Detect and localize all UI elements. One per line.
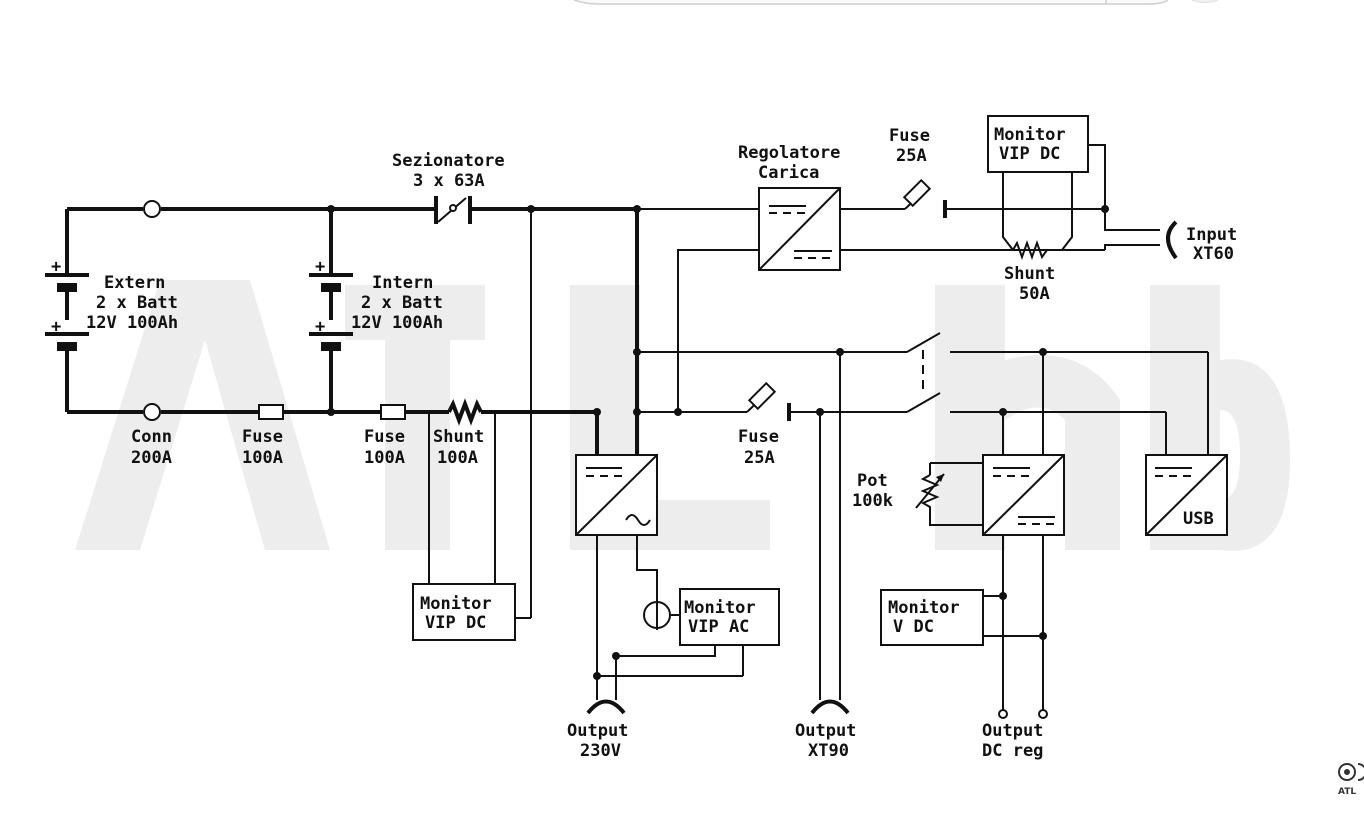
extern-battery-label: Extern 2 x Batt 12V 100Ah — [86, 273, 178, 333]
regolatore-carica-box — [758, 187, 841, 271]
intern-battery-symbol — [309, 265, 353, 351]
pot-100k-label: Pot 100k — [852, 471, 893, 511]
svg-text:230V: 230V — [580, 741, 621, 761]
usb-label: USB — [1183, 509, 1214, 529]
svg-text:VIP DC: VIP DC — [425, 613, 486, 633]
svg-text:Output: Output — [567, 721, 628, 741]
sezionatore-switch-symbol — [434, 196, 472, 224]
svg-text:100A: 100A — [364, 448, 405, 468]
output-dc-reg-connector — [998, 709, 1048, 719]
conn-200a-connector — [143, 200, 161, 421]
output-230v-connector — [586, 699, 626, 715]
fuse-100a-2-symbol — [380, 404, 406, 420]
main-bus-wires — [65, 207, 639, 455]
svg-text:100A: 100A — [242, 448, 283, 468]
fuse-100a-1-symbol — [258, 404, 284, 420]
svg-text:Fuse: Fuse — [738, 427, 779, 447]
svg-text:25A: 25A — [744, 448, 775, 468]
corner-logo: ATL — [1338, 763, 1364, 797]
plus-sign: + — [315, 317, 325, 337]
monitor-vip-ac-box — [679, 588, 780, 646]
svg-text:12V 100Ah: 12V 100Ah — [86, 313, 178, 333]
plus-sign: + — [51, 257, 61, 277]
fuse-25a-output-label: Fuse 25A — [738, 427, 779, 468]
svg-text:XT90: XT90 — [808, 741, 849, 761]
dual-switch-symbol — [906, 332, 941, 413]
extern-battery-symbol — [45, 265, 89, 351]
monitor-vip-ac-label: Monitor VIP AC — [684, 598, 756, 637]
svg-text:2 x Batt: 2 x Batt — [96, 293, 178, 313]
svg-text:Output: Output — [982, 721, 1043, 741]
regolatore-carica-label: Regolatore Carica — [738, 143, 840, 183]
svg-text:Pot: Pot — [857, 471, 888, 491]
svg-text:Conn: Conn — [131, 427, 172, 447]
usb-converter-box — [1145, 454, 1228, 536]
inverter-box — [575, 454, 658, 536]
svg-text:Monitor: Monitor — [684, 598, 756, 618]
svg-text:VIP AC: VIP AC — [688, 617, 749, 637]
svg-text:Monitor: Monitor — [994, 125, 1066, 145]
output-230v-label: Output 230V — [567, 721, 628, 761]
fuse-100a-1-label: Fuse 100A — [242, 427, 283, 468]
monitor-vip-dc-input-box — [987, 115, 1089, 173]
svg-text:3 x 63A: 3 x 63A — [413, 171, 485, 191]
svg-text:V DC: V DC — [893, 617, 934, 637]
svg-text:DC reg: DC reg — [982, 741, 1043, 761]
monitor-v-dc-box — [880, 589, 984, 646]
svg-text:ATL: ATL — [1338, 787, 1356, 797]
svg-text:12V 100Ah: 12V 100Ah — [351, 313, 443, 333]
plus-sign: + — [51, 317, 61, 337]
plus-sign: + — [315, 257, 325, 277]
svg-text:2 x Batt: 2 x Batt — [361, 293, 443, 313]
svg-text:XT60: XT60 — [1193, 244, 1234, 264]
watermark-atl — [75, 280, 1290, 551]
monitor-vip-dc-battery-box — [412, 583, 516, 641]
shunt-100a-label: Shunt 100A — [433, 427, 484, 468]
svg-text:VIP DC: VIP DC — [999, 144, 1060, 164]
conn-200a-label: Conn 200A — [131, 427, 172, 468]
svg-text:Extern: Extern — [104, 273, 165, 293]
top-search-bar-fragment[interactable] — [573, 0, 1219, 5]
svg-text:Output: Output — [795, 721, 856, 741]
output-xt90-label: Output XT90 — [795, 721, 856, 761]
potentiometer-symbol — [915, 473, 945, 512]
output-xt90-connector — [810, 699, 850, 715]
svg-text:Fuse: Fuse — [242, 427, 283, 447]
monitor-vip-dc-input-label: Monitor VIP DC — [994, 125, 1066, 164]
fuse-25a-input-label: Fuse 25A — [889, 126, 930, 166]
svg-text:Carica: Carica — [758, 163, 819, 183]
shunt-50a-symbol — [1012, 240, 1062, 260]
svg-text:Monitor: Monitor — [888, 598, 960, 618]
svg-text:Fuse: Fuse — [889, 126, 930, 146]
svg-text:25A: 25A — [896, 146, 927, 166]
svg-text:Input: Input — [1186, 225, 1237, 245]
svg-text:Monitor: Monitor — [420, 594, 492, 614]
shunt-50a-label: Shunt 50A — [1004, 264, 1055, 304]
svg-text:100k: 100k — [852, 491, 893, 511]
svg-text:Fuse: Fuse — [364, 427, 405, 447]
svg-text:200A: 200A — [131, 448, 172, 468]
svg-text:Sezionatore: Sezionatore — [392, 151, 505, 171]
svg-text:Shunt: Shunt — [1004, 264, 1055, 284]
svg-text:50A: 50A — [1019, 284, 1050, 304]
svg-text:100A: 100A — [437, 448, 478, 468]
svg-text:Intern: Intern — [372, 273, 433, 293]
fuse-100a-2-label: Fuse 100A — [364, 427, 405, 468]
input-xt60-connector — [1166, 220, 1178, 260]
monitor-v-dc-label: Monitor V DC — [888, 598, 960, 637]
fuse-25a-input-symbol — [902, 178, 947, 218]
thin-wires — [428, 144, 1209, 710]
sezionatore-label: Sezionatore 3 x 63A — [392, 151, 505, 191]
output-dc-reg-label: Output DC reg — [982, 721, 1043, 761]
dc-dc-regulator-box — [982, 454, 1065, 536]
input-xt60-label: Input XT60 — [1186, 225, 1237, 264]
svg-text:Shunt: Shunt — [433, 427, 484, 447]
fuse-25a-output-symbol — [746, 381, 791, 421]
monitor-vip-dc-battery-label: Monitor VIP DC — [420, 594, 492, 633]
svg-text:Regolatore: Regolatore — [738, 143, 840, 163]
ac-current-clamp-symbol — [643, 600, 671, 630]
intern-battery-label: Intern 2 x Batt 12V 100Ah — [351, 273, 443, 333]
